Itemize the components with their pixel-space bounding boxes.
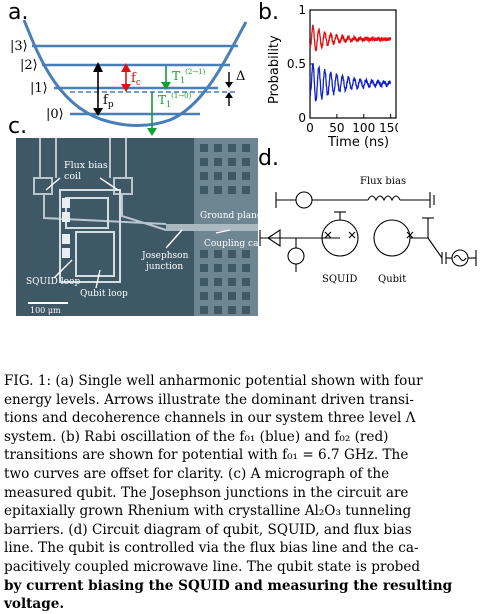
josephson-junction-label-2: junction <box>145 262 183 272</box>
x-tick-label: 100 <box>352 121 375 135</box>
rabi-oscillation-chart: Probability Time (ns) 0 0.5 1 0 50 100 150 <box>267 3 398 150</box>
fc-arrow-tail <box>121 84 131 92</box>
flux-bias-coil-label-1: Flux bias <box>64 160 108 171</box>
caption-line: two curves are offset for clarity. (c) A… <box>4 465 390 482</box>
potential-curve <box>22 19 248 127</box>
flux-bias-coil-traces <box>33 138 167 231</box>
panel-c-label: c. <box>8 114 28 139</box>
caption-line: line. The qubit is controlled via the fl… <box>4 540 419 557</box>
caption-line: tions and decoherence channels in our sy… <box>4 410 416 427</box>
fp-label: fp <box>103 93 114 110</box>
x-tick-label: 50 <box>329 121 344 135</box>
panel-d-label: d. <box>258 146 279 171</box>
qubit-label: Qubit <box>378 274 406 285</box>
squid-label: SQUID <box>322 274 357 285</box>
ground-plane-grid <box>200 144 250 314</box>
circuit-diagram: Flux bias SQUID Qubit <box>259 176 477 285</box>
level-label-2: |2⟩ <box>20 58 38 73</box>
series-f02-red <box>309 24 392 52</box>
level-label-3: |3⟩ <box>10 39 28 54</box>
coupling-line <box>166 224 258 231</box>
scale-bar-label: 100 μm <box>30 306 61 315</box>
caption-line: measured qubit. The Josephson junctions … <box>4 484 409 501</box>
fc-label: fc <box>131 71 141 88</box>
qubit-loop-label: Qubit loop <box>80 289 128 299</box>
caption-line: pacitively coupled microwave line. The q… <box>4 558 421 575</box>
delta-label: Δ <box>236 69 245 84</box>
annotation-arrows <box>45 177 231 289</box>
y-axis-label: Probability <box>267 35 282 104</box>
panel-b-label: b. <box>258 0 279 25</box>
josephson-junction-label-1: Josephson <box>141 251 189 261</box>
flux-bias-coil-label-2: coil <box>64 171 81 182</box>
potential-well-diagram: |3⟩ |2⟩ |1⟩ |0⟩ fp fc T1(2→1) T1(1→0) Δ <box>10 19 248 136</box>
y-tick-label: 0 <box>298 111 306 125</box>
fp-arrow-tail <box>93 108 103 116</box>
caption-line-bold: by current biasing the SQUID and measuri… <box>4 577 453 594</box>
level-label-0: |0⟩ <box>46 107 64 122</box>
qubit-micrograph: Flux bias coil Ground plane Josephson ju… <box>16 138 258 316</box>
x-tick-label: 150 <box>379 121 398 135</box>
caption-line-bold: voltage. <box>4 596 65 613</box>
caption-line: barriers. (d) Circuit diagram of qubit, … <box>4 521 412 538</box>
series-f01-blue <box>309 63 392 102</box>
caption-line: system. (b) Rabi oscillation of the f₀₁ … <box>4 428 389 445</box>
caption-line: epitaxially grown Rhenium with crystalli… <box>4 503 412 520</box>
scale-bar <box>28 302 68 304</box>
x-tick-label: 0 <box>306 121 314 135</box>
x-axis-label: Time (ns) <box>327 135 389 150</box>
squid-loop-label: SQUID loop <box>26 277 80 287</box>
level-label-1: |1⟩ <box>30 81 48 96</box>
t1-lower-arrow-head <box>147 128 157 136</box>
figure-caption: FIG. 1: (a) Single well anharmonic poten… <box>4 372 474 614</box>
caption-line: FIG. 1: (a) Single well anharmonic poten… <box>4 373 423 389</box>
fp-arrow-head <box>93 62 103 72</box>
chart-frame <box>309 9 397 119</box>
t1-upper-arrow-head <box>161 82 171 90</box>
coupling-cap-label: Coupling cap <box>204 239 258 249</box>
y-tick-label: 1 <box>298 3 306 17</box>
fc-arrow-head <box>121 63 131 72</box>
delta-arrow-bottom-head <box>225 92 233 98</box>
qubit-loop <box>373 219 411 257</box>
t1-lower-label: T1(1→0) <box>158 92 192 109</box>
panel-a-label: a. <box>8 0 29 25</box>
ground-plane-label: Ground plane <box>200 211 258 221</box>
t1-upper-label: T1(2→1) <box>172 68 206 85</box>
flux-bias-label: Flux bias <box>360 176 406 187</box>
y-tick-label: 0.5 <box>287 57 306 71</box>
delta-arrow-top-head <box>225 82 233 88</box>
junction-pads <box>62 198 70 258</box>
flux-bias-inductor <box>367 195 401 202</box>
caption-line: transitions are shown for potential with… <box>4 447 409 464</box>
caption-line: energy levels. Arrows illustrate the dom… <box>4 391 414 408</box>
